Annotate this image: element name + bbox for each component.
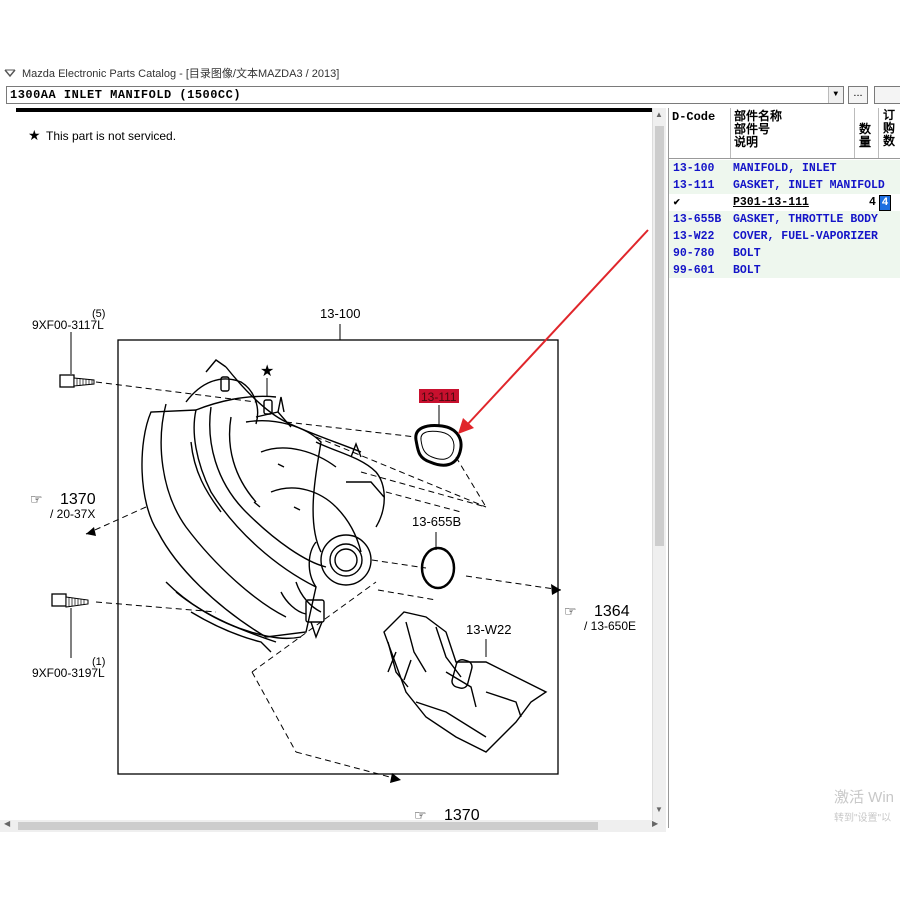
diagram-vertical-scrollbar[interactable]: ▲ ▼ (652, 108, 666, 828)
ref-bottom-number: 1370 (444, 807, 480, 824)
row-qty: 4 (869, 196, 876, 209)
gasket-label[interactable]: 13-111 (421, 390, 457, 404)
row-part-name: BOLT (733, 264, 761, 277)
throttle-gasket-drawing[interactable] (420, 546, 456, 590)
parts-diagram: ★ This part is not serviced. (5) 9XF00-3… (28, 128, 649, 824)
row-part-name: COVER, FUEL-VAPORIZER (733, 230, 878, 243)
parts-list-panel: D-Code 部件名称 部件号 说明 数量 订 购 数 13-100 MANIF… (668, 108, 900, 828)
diagram-horizontal-scrollbar[interactable]: ◀ ▶ (0, 819, 666, 832)
scrollbar-thumb[interactable] (18, 822, 598, 830)
row-dcode: 90-780 (673, 247, 715, 260)
ref-icon: ☞ (30, 492, 43, 508)
bolt-top-label[interactable]: 9XF00-3117L (32, 318, 104, 332)
section-select-value: 1300AA INLET MANIFOLD (1500CC) (10, 88, 242, 102)
manifold-box (117, 339, 559, 775)
app-icon (4, 69, 16, 78)
row-part-name: GASKET, THROTTLE BODY (733, 213, 878, 226)
inlet-gasket-drawing[interactable] (414, 424, 463, 467)
checkbox-icon[interactable]: ✔ (673, 198, 681, 208)
row-dcode: 13-655B (673, 213, 722, 226)
header-order-line3: 数 (883, 135, 896, 149)
header-order-line2: 购 (883, 122, 896, 136)
header-order-qty[interactable]: 订 购 数 (879, 108, 900, 158)
manifold-label[interactable]: 13-100 (320, 306, 360, 321)
note-text: This part is not serviced. (46, 129, 176, 143)
parts-table-header: D-Code 部件名称 部件号 说明 数量 订 购 数 (669, 108, 900, 159)
table-row[interactable]: 90-780 BOLT (669, 245, 900, 262)
gasket-label-highlight (419, 389, 459, 403)
inlet-manifold-drawing[interactable] (141, 359, 385, 653)
scroll-left-icon[interactable]: ◀ (4, 819, 11, 828)
ref-right-sub: / 13-650E (584, 619, 636, 633)
row-part-name: MANIFOLD, INLET (733, 162, 837, 175)
activation-watermark: 激活 Win 转到"设置"以 (834, 786, 894, 824)
table-row[interactable]: 13-111 GASKET, INLET MANIFOLD (669, 177, 900, 194)
header-order-line1: 订 (883, 109, 896, 123)
scrollbar-thumb[interactable] (655, 126, 664, 546)
table-row[interactable]: 13-655B GASKET, THROTTLE BODY (669, 211, 900, 228)
fuel-vaporizer-cover-drawing[interactable] (383, 611, 548, 753)
watermark-line2: 转到"设置"以 (834, 813, 892, 824)
diagram-panel: ★ This part is not serviced. (5) 9XF00-3… (16, 108, 652, 828)
toolbar-extra-button[interactable] (874, 86, 900, 104)
row-dcode: 13-W22 (673, 230, 715, 243)
scroll-down-icon[interactable]: ▼ (655, 805, 663, 814)
header-part-name[interactable]: 部件名称 部件号 说明 (731, 108, 855, 158)
ref-right-number: 1364 (594, 603, 630, 620)
scroll-right-icon[interactable]: ▶ (652, 819, 659, 828)
window-titlebar: Mazda Electronic Parts Catalog - [目录图像/文… (0, 62, 900, 84)
annotation-arrow (458, 229, 649, 434)
row-dcode: 13-100 (673, 162, 715, 175)
browse-button[interactable]: ... (848, 86, 868, 104)
row-part-name: BOLT (733, 247, 761, 260)
header-name-line3: 说明 (734, 136, 759, 150)
ref-left-sub: / 20-37X (50, 507, 95, 521)
bolt-bottom-label[interactable]: 9XF00-3197L (32, 666, 105, 680)
bolt-top-qty: (5) (92, 308, 105, 320)
table-row[interactable]: 99-601 BOLT (669, 262, 900, 279)
ref-right[interactable]: ☞ 1364 / 13-650E (564, 603, 636, 633)
ref-left-number: 1370 (60, 491, 96, 508)
cover-label[interactable]: 13-W22 (466, 622, 512, 637)
note-star-icon: ★ (28, 128, 41, 144)
row-dcode: 13-111 (673, 179, 715, 192)
ref-icon: ☞ (564, 604, 577, 620)
watermark-line1: 激活 Win (834, 789, 895, 806)
table-row[interactable]: 13-100 MANIFOLD, INLET (669, 160, 900, 177)
header-name-line1: 部件名称 (734, 110, 783, 124)
not-serviced-star-icon: ★ (260, 361, 274, 380)
row-dcode: 99-601 (673, 264, 715, 277)
header-dcode[interactable]: D-Code (669, 108, 731, 158)
toolbar: 1300AA INLET MANIFOLD (1500CC) ▼ ... (0, 86, 900, 106)
scroll-up-icon[interactable]: ▲ (655, 110, 663, 119)
bolt-bottom-qty: (1) (92, 656, 105, 668)
window-title: Mazda Electronic Parts Catalog - [目录图像/文… (22, 68, 340, 80)
bolt-top-icon (59, 374, 95, 388)
chevron-down-icon[interactable]: ▼ (828, 87, 843, 103)
parts-table-body: 13-100 MANIFOLD, INLET 13-111 GASKET, IN… (669, 160, 900, 278)
ref-left[interactable]: ☞ 1370 / 20-37X (30, 491, 96, 521)
order-qty-input[interactable]: 4 (879, 195, 891, 211)
header-name-line2: 部件号 (734, 123, 771, 137)
table-row-detail[interactable]: ✔ P301-13-111 4 4 (669, 194, 900, 211)
row-part-name: GASKET, INLET MANIFOLD (733, 179, 885, 192)
bolt-bottom-icon (51, 593, 89, 608)
row-part-number: P301-13-111 (733, 196, 809, 209)
table-row[interactable]: 13-W22 COVER, FUEL-VAPORIZER (669, 228, 900, 245)
header-qty[interactable]: 数量 (855, 108, 879, 158)
throttle-gasket-label[interactable]: 13-655B (412, 514, 461, 529)
section-select[interactable]: 1300AA INLET MANIFOLD (1500CC) ▼ (6, 86, 844, 104)
